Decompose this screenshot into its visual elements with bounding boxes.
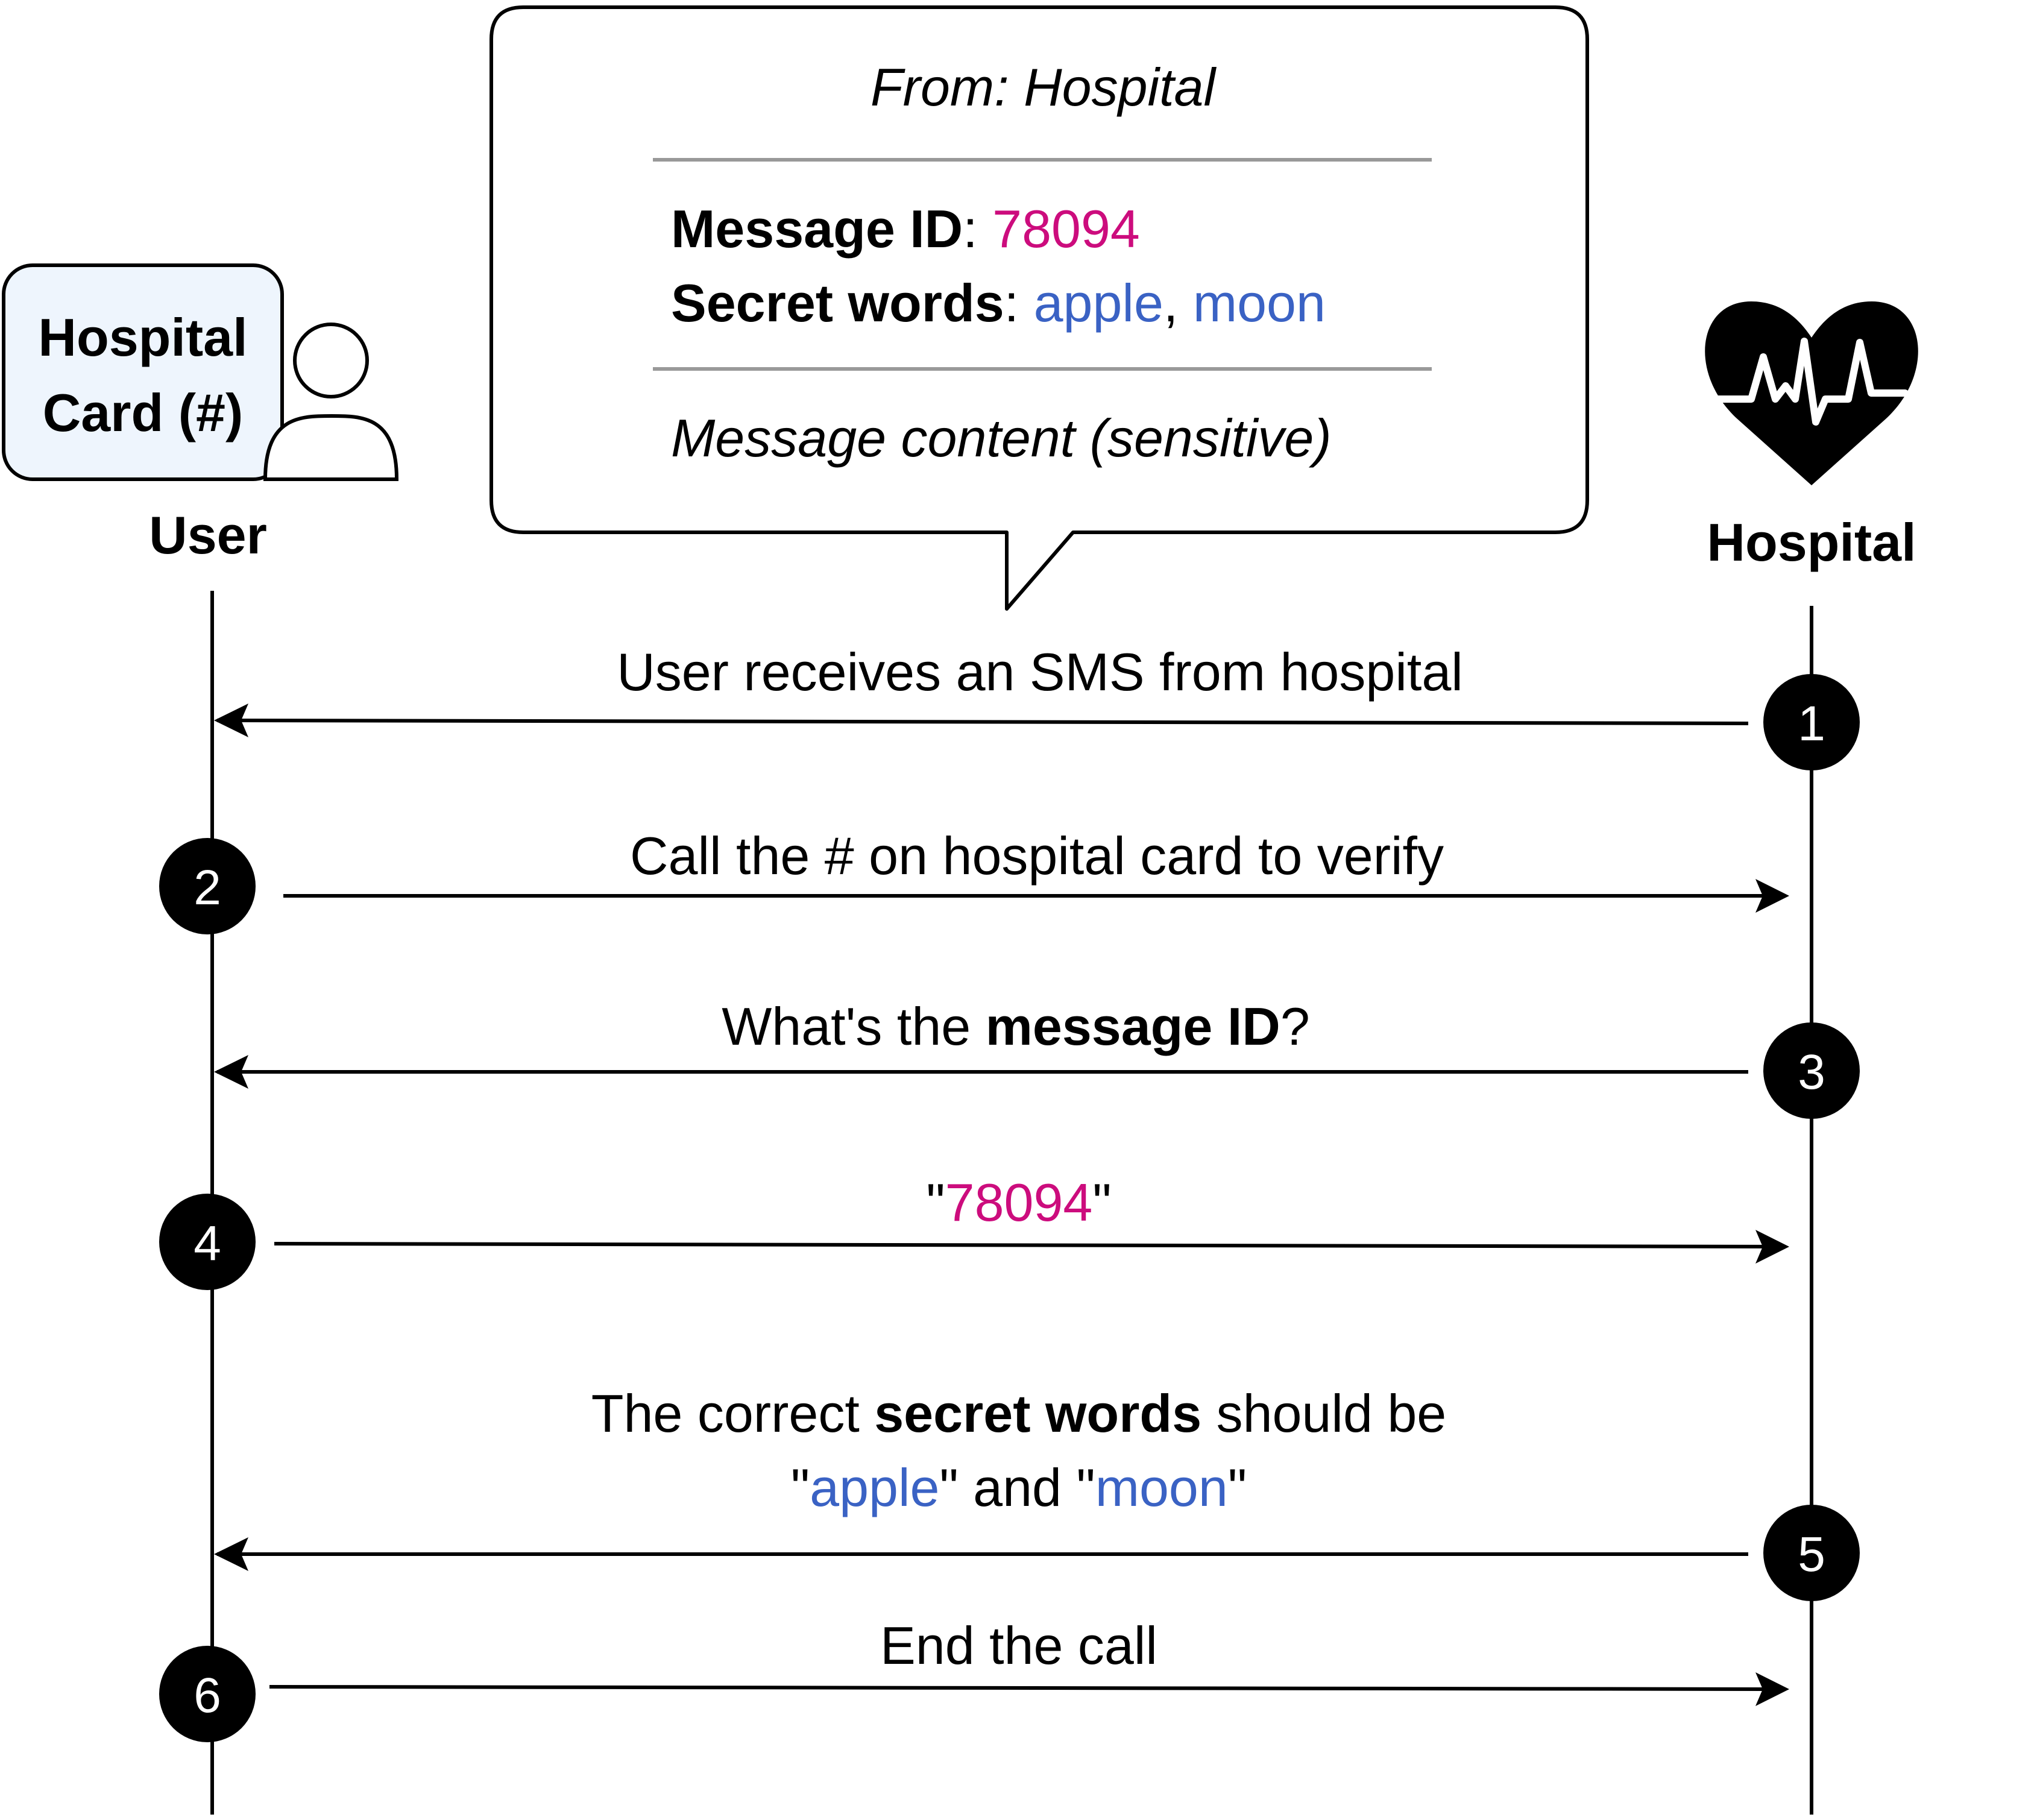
step-6-number: 6 (194, 1668, 221, 1723)
card-line-2: Card (#) (43, 383, 244, 442)
user-label: User (149, 505, 267, 565)
step-2-label: Call the # on hospital card to verify (630, 826, 1444, 886)
hospital-label: Hospital (1707, 512, 1916, 572)
step-4: "78094" 4 (159, 1173, 1789, 1290)
sms-id-value: 78094 (992, 199, 1140, 259)
step-4-badge (159, 1194, 256, 1290)
hospital-card: Hospital Card (#) (2, 263, 284, 481)
sms-bubble: From: Hospital Message ID: 78094 Secret … (490, 5, 1589, 611)
step-5-q2: " (1228, 1458, 1247, 1517)
step-5-badge (1763, 1505, 1860, 1601)
sms-id-colon: : (963, 199, 992, 259)
step-2-badge (159, 838, 256, 934)
step-6-arrow (269, 1685, 1785, 1691)
step-6-arrowhead (1755, 1672, 1789, 1706)
step-3-pre: What's the (722, 997, 985, 1056)
step-2-number: 2 (194, 860, 221, 915)
step-1-badge (1763, 674, 1860, 770)
sms-words-label: Secret words (671, 273, 1004, 333)
step-1-number: 1 (1798, 696, 1825, 751)
sms-message-id: Message ID: 78094 (671, 199, 1140, 259)
sms-words-comma: , (1163, 273, 1193, 333)
step-4-value: 78094 (945, 1173, 1093, 1232)
step-5-pre: The correct (591, 1384, 874, 1443)
step-4-label: "78094" (926, 1173, 1111, 1232)
step-6: End the call 6 (159, 1616, 1789, 1742)
step-4-quote-close: " (1092, 1173, 1111, 1232)
step-6-label: End the call (880, 1616, 1157, 1675)
step-2: Call the # on hospital card to verify 2 (159, 826, 1789, 934)
sms-secret-words: Secret words: apple, moon (671, 273, 1326, 333)
step-4-arrowhead (1755, 1230, 1789, 1264)
sms-words-colon: : (1004, 273, 1034, 333)
step-1: User receives an SMS from hospital 1 (214, 642, 1860, 770)
step-4-number: 4 (194, 1216, 221, 1271)
step-3-badge (1763, 1022, 1860, 1119)
sms-id-label: Message ID (671, 199, 963, 259)
step-5: The correct secret words should be "appl… (214, 1384, 1860, 1601)
step-1-arrow (216, 719, 1749, 725)
step-3-label: What's the message ID? (722, 997, 1310, 1056)
step-3: What's the message ID? 3 (214, 997, 1860, 1119)
heart-pulse-icon (1705, 301, 1918, 485)
step-3-post: ? (1280, 997, 1310, 1056)
step-5-word-2: moon (1095, 1458, 1228, 1517)
step-4-quote-open: " (926, 1173, 945, 1232)
step-5-arrowhead (214, 1537, 248, 1571)
sms-word-2: moon (1193, 273, 1326, 333)
sms-word-1: apple (1034, 273, 1163, 333)
step-5-bold: secret words (874, 1384, 1201, 1443)
sms-from: From: Hospital (871, 57, 1217, 117)
step-6-badge (159, 1646, 256, 1742)
step-5-q1: " (791, 1458, 810, 1517)
step-5-post: should be (1201, 1384, 1446, 1443)
step-5-label-line-1: The correct secret words should be (591, 1384, 1447, 1443)
sms-content: Message content (sensitive) (671, 408, 1332, 468)
person-icon (263, 323, 399, 481)
step-4-arrow (274, 1242, 1785, 1248)
step-1-label: User receives an SMS from hospital (617, 642, 1463, 702)
step-3-number: 3 (1798, 1045, 1825, 1100)
step-1-arrowhead (214, 704, 248, 737)
step-5-word-1: apple (810, 1458, 939, 1517)
card-line-1: Hospital (38, 307, 247, 367)
step-5-number: 5 (1798, 1527, 1825, 1582)
step-5-mid: " and " (939, 1458, 1095, 1517)
step-3-arrowhead (214, 1055, 248, 1089)
step-5-label-line-2: "apple" and "moon" (791, 1458, 1247, 1517)
step-2-arrowhead (1755, 879, 1789, 913)
step-3-bold: message ID (986, 997, 1280, 1056)
